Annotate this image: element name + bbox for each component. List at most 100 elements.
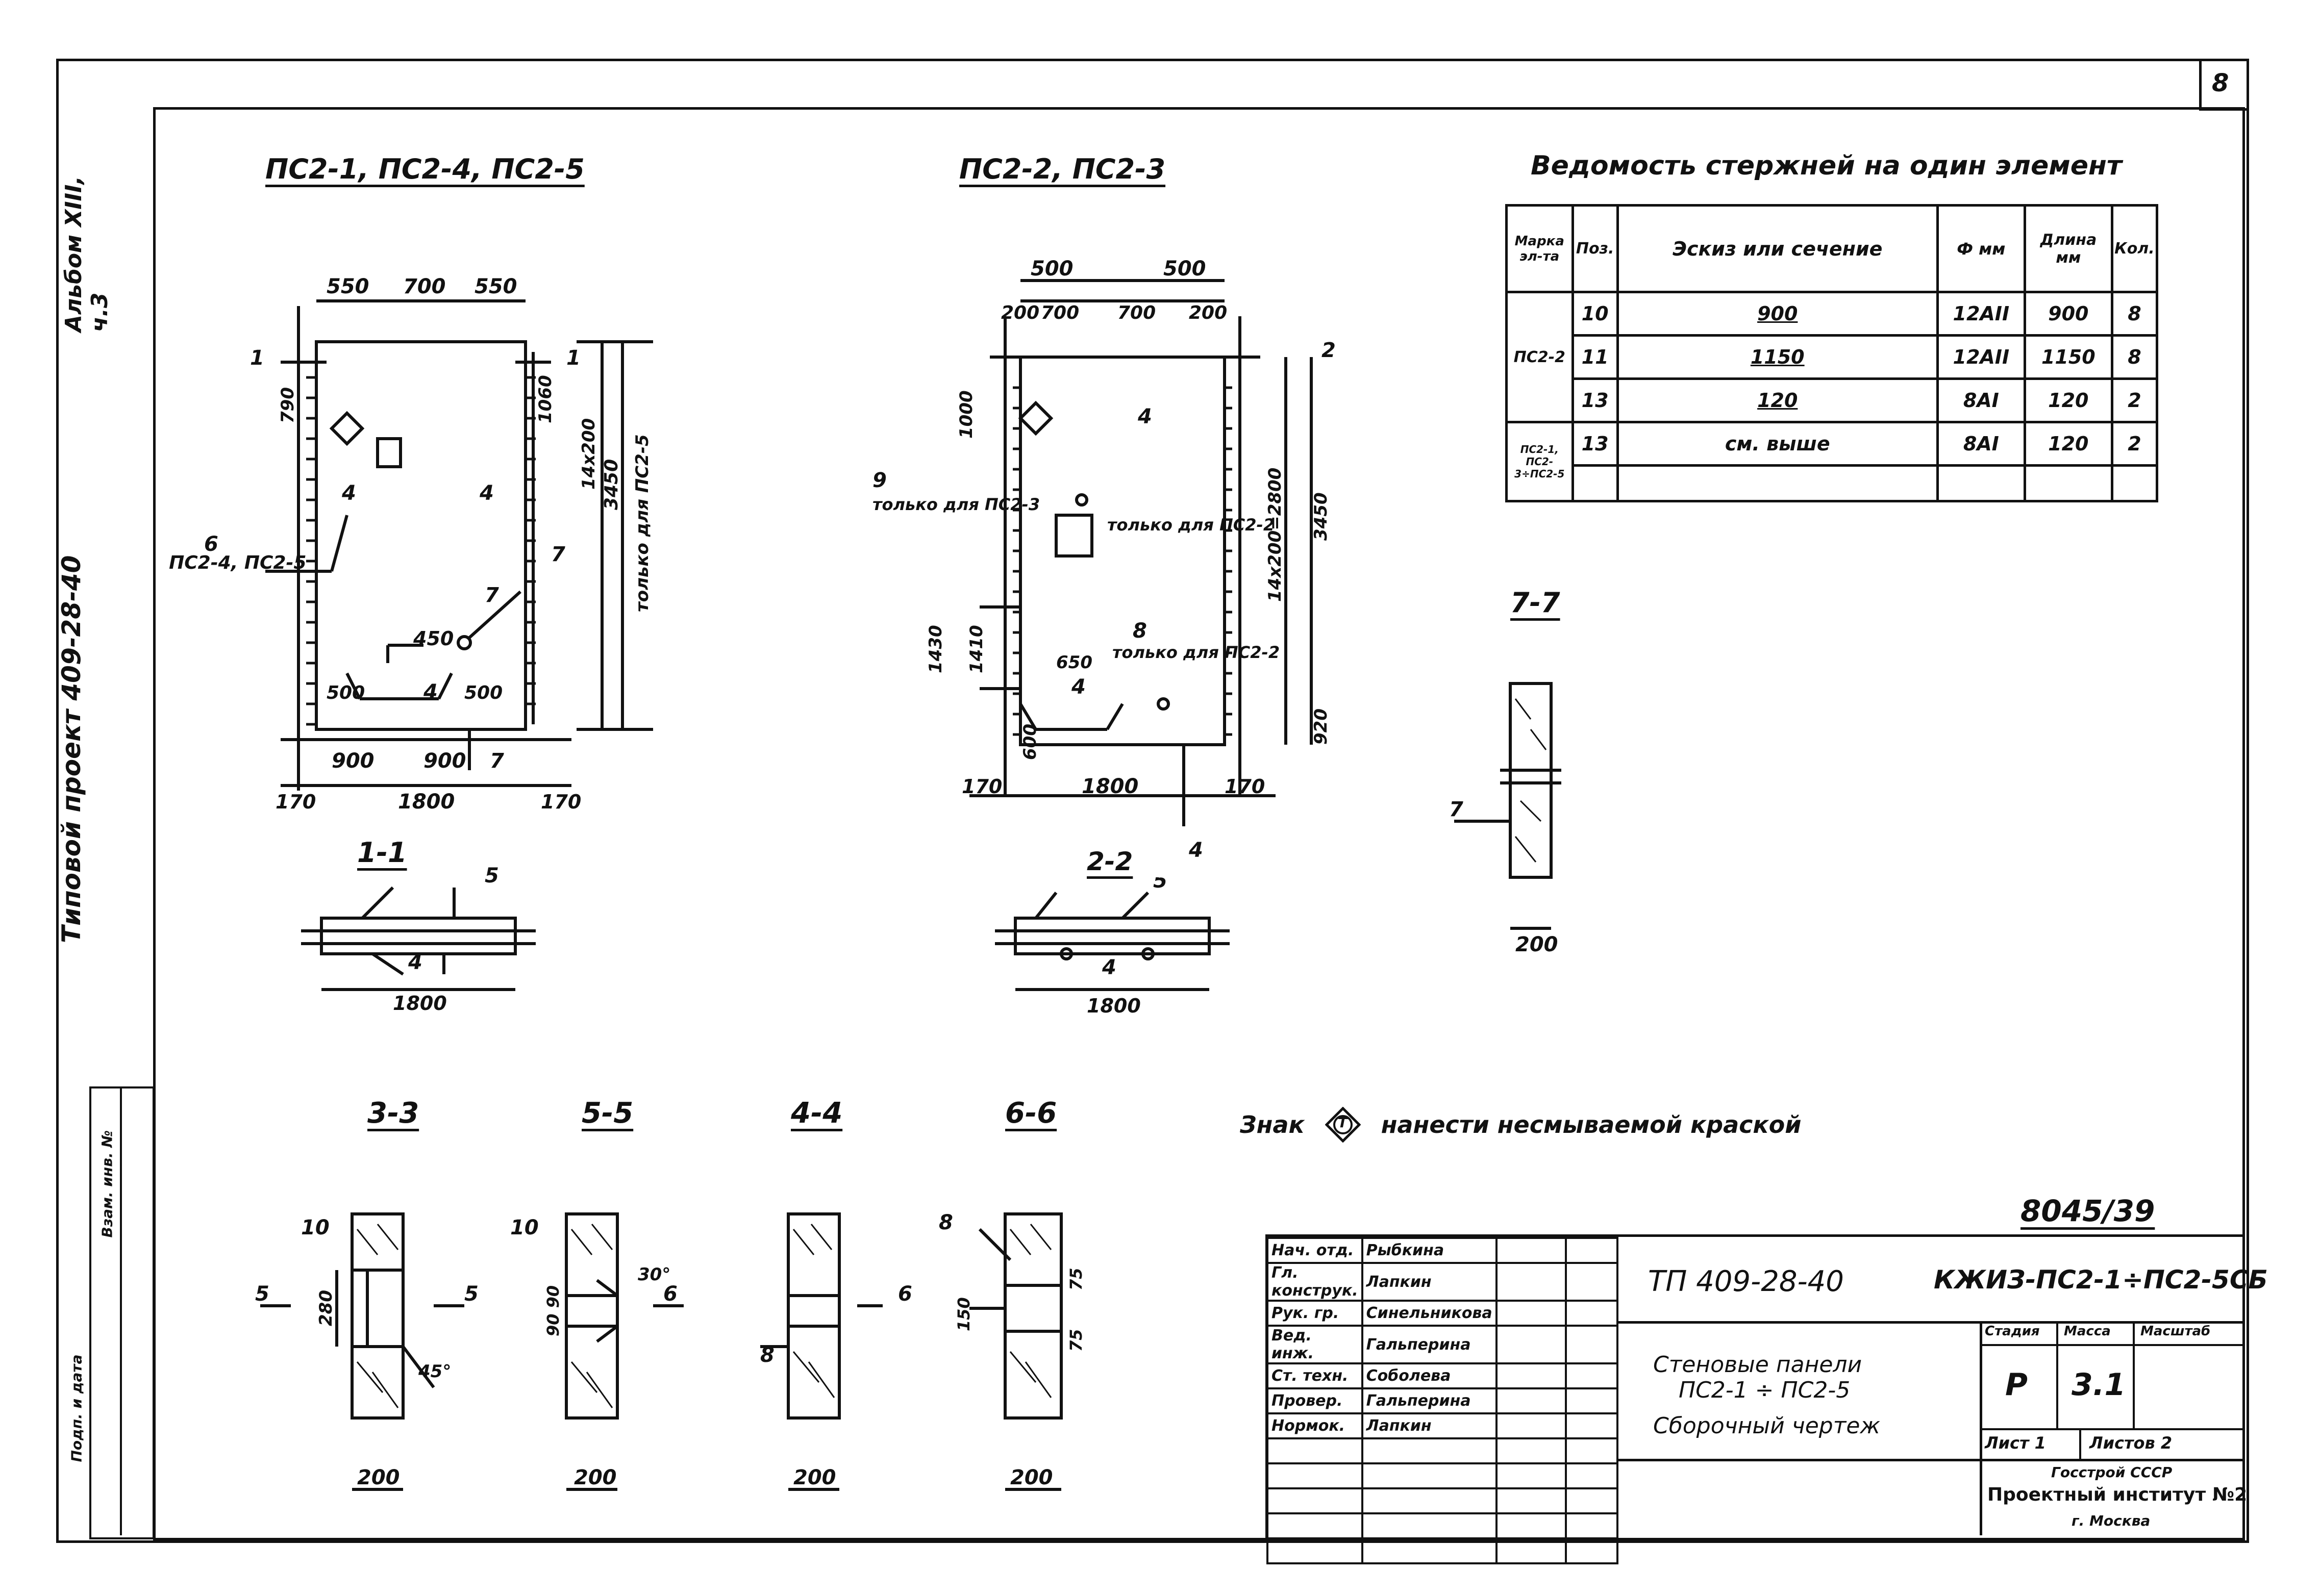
stage-label: Стадия (1985, 1324, 2040, 1339)
bom-title: Ведомость стержней на один элемент (1531, 150, 2123, 181)
left-d500a: 500 (327, 682, 365, 703)
bom-cell: 1150 (1616, 334, 1939, 380)
stage-value: Р (2005, 1367, 2028, 1403)
table-row: ПС2-2 10 900 12AII 900 8 (1505, 291, 2159, 423)
bom-header-qty: Кол. (2110, 204, 2159, 293)
sheet-vline (2079, 1428, 2081, 1459)
mid-note-9b: только для ПС2-2 (1107, 515, 1275, 535)
table-row: ПС2-1, ПС2-3÷ПС2-5 13 см. выше 8AI 120 2 (1505, 421, 2159, 502)
svg-text:7: 7 (551, 543, 565, 566)
svg-text:8: 8 (1133, 619, 1147, 643)
project-label: Типовой проект 409-28-40 (57, 555, 86, 943)
sheet-border (153, 107, 2245, 1540)
svg-text:1: 1 (250, 346, 264, 370)
svg-text:4: 4 (1071, 675, 1086, 699)
section-4-4-drawing: 8 6 200 (760, 1212, 912, 1491)
name-cell: Лапкин (1361, 1262, 1498, 1302)
stage-vline-1 (2056, 1321, 2058, 1428)
left-dim-top-0: 550 (327, 275, 369, 298)
role-cell: Гл. конструк. (1266, 1262, 1363, 1302)
svg-text:4: 4 (1137, 405, 1152, 428)
svg-text:4: 4 (1102, 956, 1116, 979)
bom-cell: 900 (1616, 291, 1939, 337)
section-5-5-drawing: 10 6 90 90 30° 200 (510, 1212, 684, 1491)
left-drawing-title: ПС2-1, ПС2-4, ПС2-5 (265, 153, 585, 185)
section-7-7-drawing: 7 200 (1449, 682, 1561, 956)
section-5-5-title: 5-5 (582, 1097, 634, 1130)
role-cell: Нач. отд. (1266, 1237, 1363, 1264)
table-row: Провер.Гальперина (1266, 1387, 1618, 1414)
section-3-3-drawing: 10 5 5 280 45° 200 (255, 1212, 479, 1491)
left-note-7: только для ПС2-5 (632, 434, 653, 612)
table-row: Нач. отд.Рыбкина (1266, 1237, 1618, 1264)
bom-header-len: Длина мм (2023, 204, 2113, 293)
bom-cell: 12AII (1936, 291, 2026, 337)
left-panel-drawing: 550 700 550 900 900 1800 170 170 450 500… (163, 275, 653, 814)
svg-text:7: 7 (485, 584, 499, 607)
bom-table: Марка эл-та Поз. Эскиз или сечение Ф мм … (1505, 204, 2159, 502)
s22-width: 1800 (1087, 995, 1141, 1017)
left-d500b: 500 (464, 682, 503, 703)
sheets-label: Листов 2 (2089, 1433, 2173, 1453)
section-2-2-drawing: 5 4 1800 (995, 877, 1230, 1017)
mid-dim-top-a1: 500 (1163, 257, 1206, 281)
s33-d280: 280 (316, 1290, 336, 1326)
mid-dim-top-b3: 200 (1189, 302, 1227, 323)
stage-grid: Стадия Масса Масштаб Р 3.1 Лист 1 Листов… (1980, 1321, 2242, 1459)
svg-text:5: 5 (255, 1282, 269, 1306)
svg-text:6: 6 (898, 1282, 912, 1306)
outer-border (56, 59, 2249, 1543)
t-sign-icon: Т (1325, 1106, 1361, 1143)
bom-cell: 8 (2110, 334, 2159, 380)
svg-text:1: 1 (566, 346, 581, 370)
svg-text:7: 7 (1449, 798, 1463, 821)
mass-label: Масса (2064, 1324, 2111, 1339)
mid-offset-b: 170 (1225, 775, 1265, 798)
left-stamp-divider (120, 1086, 122, 1535)
mid-d1430: 1430 (926, 625, 946, 673)
bom-cell: 8AI (1936, 421, 2026, 467)
page-number: 8 (2212, 69, 2229, 97)
section-2-2-title: 2-2 (1087, 847, 1133, 876)
role-cell: Провер. (1266, 1387, 1363, 1414)
middle-panel-drawing: 500 500 200 700 700 200 1800 170 170 тол… (872, 257, 1336, 862)
title-block (1265, 1234, 2245, 1538)
table-row: Ст. техн.Соболева (1266, 1362, 1618, 1389)
table-row: 11 1150 12AII 1150 8 (1507, 334, 2159, 380)
s66-w200: 200 (1010, 1466, 1053, 1489)
name-cell: Гальперина (1361, 1325, 1498, 1364)
s77-w200: 200 (1515, 933, 1558, 956)
mid-height-total: 3450 (1311, 492, 1331, 541)
mid-width-total: 1800 (1082, 775, 1138, 798)
archive-code: 8045/39 (2020, 1194, 2155, 1228)
left-height-total: 3450 (601, 459, 622, 510)
bom-cell: 12AII (1936, 334, 2026, 380)
title-block-hline-2 (1616, 1459, 2242, 1461)
s33-a45: 45° (418, 1361, 451, 1382)
s44-w200: 200 (793, 1466, 836, 1489)
bom-header-pos: Поз. (1571, 204, 1619, 293)
svg-text:5: 5 (485, 867, 499, 888)
bom-cell: 8AI (1936, 377, 2026, 423)
bom-header-mark: Марка эл-та (1505, 204, 1574, 293)
left-stamp-a: Взам. инв. № (98, 1130, 116, 1238)
table-row (1266, 1487, 1618, 1514)
left-offset-a: 170 (276, 791, 316, 813)
section-6-6-drawing: 8 150 75 75 200 (939, 1211, 1086, 1491)
left-stamp-b: Подп. и дата (68, 1354, 85, 1462)
middle-drawing-title: ПС2-2, ПС2-3 (959, 153, 1166, 185)
doc-code: КЖИЗ-ПС2-1÷ПС2-5СБ (1934, 1265, 2268, 1295)
section-7-7-title: 7-7 (1510, 587, 1560, 619)
name-cell: Гальперина (1361, 1387, 1498, 1414)
svg-text:5: 5 (464, 1282, 479, 1306)
section-3-3-title: 3-3 (367, 1097, 419, 1130)
section-1-1-drawing: 5 4 1800 (301, 867, 536, 1015)
role-cell: Вед. инж. (1266, 1325, 1363, 1364)
svg-text:10: 10 (301, 1216, 330, 1239)
bom-cell: 1150 (2023, 334, 2113, 380)
bom-cell: 13 (1571, 377, 1619, 423)
svg-text:4: 4 (479, 482, 494, 505)
table-row: Рук. гр.Синельникова (1266, 1300, 1618, 1327)
table-row: Гл. конструк.Лапкин (1266, 1262, 1618, 1302)
mid-d600: 600 (1020, 724, 1040, 760)
